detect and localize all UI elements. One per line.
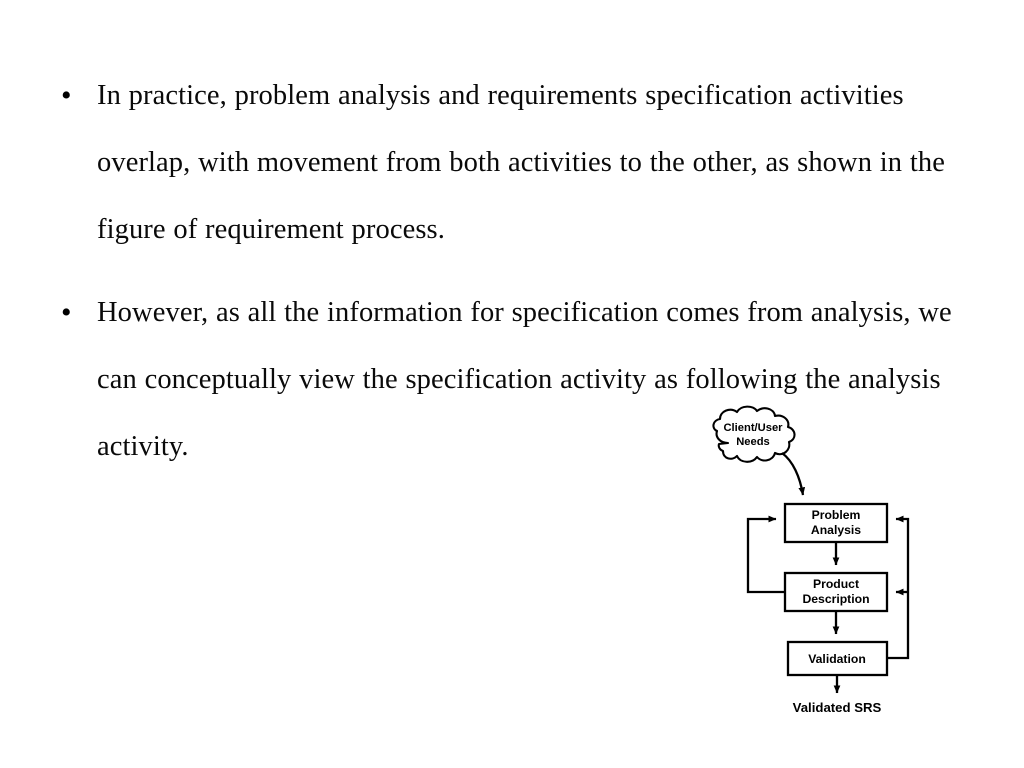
cloud-shape [712,405,796,463]
bullet-text: In practice, problem analysis and requir… [97,80,945,245]
problem-analysis-label-line1: Problem [812,508,861,522]
output-label: Validated SRS [793,700,882,715]
edge-right-feedback-to-problem-analysis [887,515,910,660]
product-description-box [783,571,889,613]
problem-analysis-label-line2: Analysis [811,523,861,537]
bullet-list: • In practice, problem analysis and requ… [58,62,968,496]
node-validation: Validation [786,640,889,677]
list-item: • However, as all the information for sp… [58,279,968,480]
cloud-label-line1: Client/User [723,422,783,434]
node-client-user-needs: Client/User Needs [712,405,796,463]
product-description-label-line1: Product [813,577,859,591]
list-item: • In practice, problem analysis and requ… [58,62,968,263]
bullet-text: However, as all the information for spec… [97,297,952,462]
node-product-description: Product Description [783,571,889,613]
validation-label: Validation [808,652,866,666]
requirement-process-diagram: Client/User Needs Problem Analysis Produ… [690,405,950,725]
cloud-label-line2: Needs [736,436,770,448]
edge-cloud-to-problem-analysis [781,452,806,496]
bullet-marker-icon: • [61,296,72,329]
node-problem-analysis: Problem Analysis [783,502,889,544]
bullet-marker-icon: • [61,79,72,112]
edge-left-feedback-loop [746,515,785,594]
product-description-label-line2: Description [802,592,869,606]
